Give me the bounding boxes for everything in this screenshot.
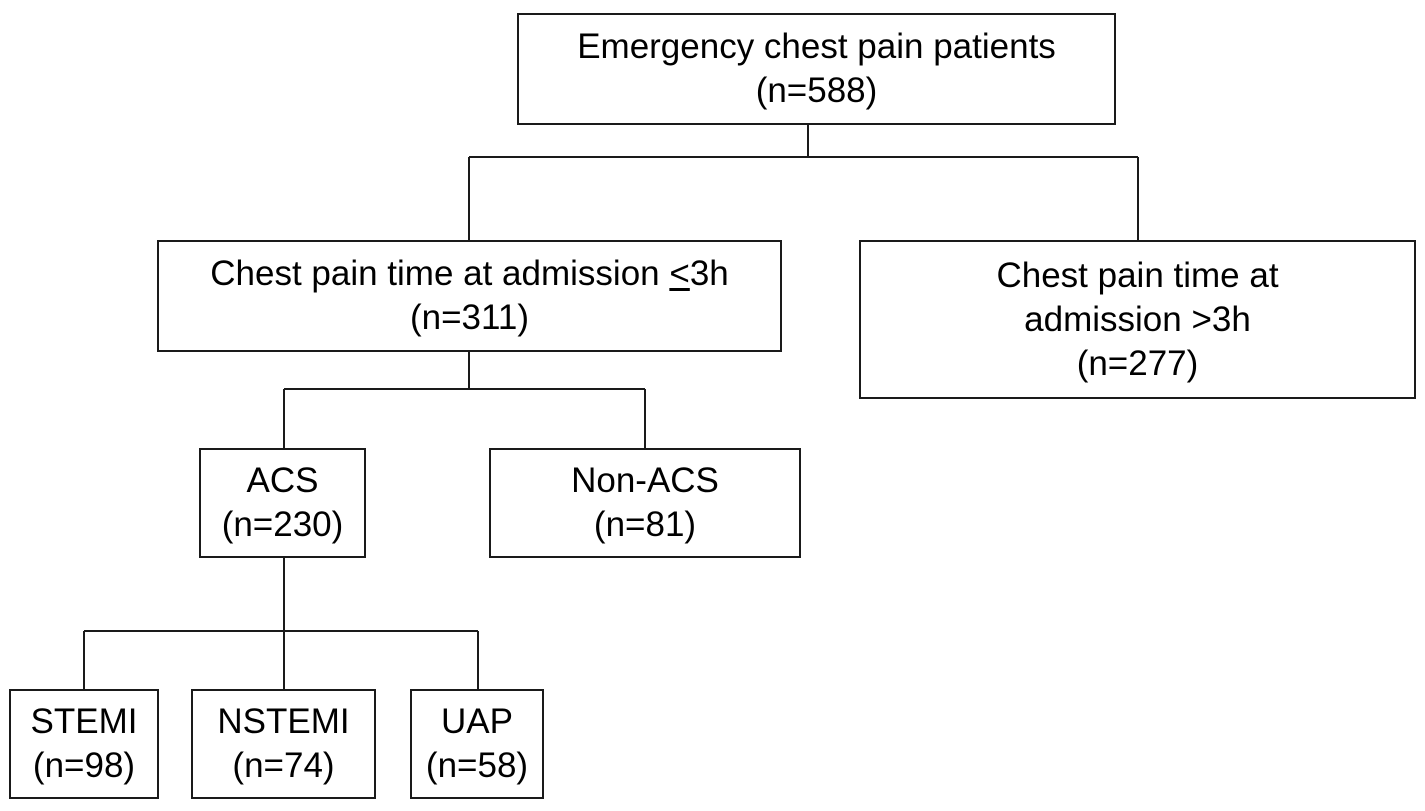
node-non-acs: Non-ACS (n=81) bbox=[489, 448, 801, 558]
node-acs: ACS (n=230) bbox=[199, 448, 366, 558]
node-le3h-title-suffix: 3h bbox=[689, 254, 729, 293]
node-stemi-count: (n=98) bbox=[32, 746, 136, 785]
root-node-count: (n=588) bbox=[755, 71, 878, 110]
node-acs-title: ACS bbox=[246, 461, 319, 500]
node-le3h-title-symbol: < bbox=[669, 254, 690, 293]
node-uap-count: (n=58) bbox=[425, 746, 529, 785]
node-non-acs-title: Non-ACS bbox=[571, 461, 719, 500]
node-le3h-count: (n=311) bbox=[409, 298, 529, 337]
root-node-emergency-chest-pain: Emergency chest pain patients (n=588) bbox=[517, 13, 1116, 125]
node-le3h-title: Chest pain time at admission <3h bbox=[210, 252, 729, 296]
node-uap: UAP (n=58) bbox=[410, 689, 544, 799]
node-nstemi: NSTEMI (n=74) bbox=[191, 689, 376, 799]
node-le3h-title-prefix: Chest pain time at admission bbox=[210, 254, 670, 293]
node-nstemi-count: (n=74) bbox=[232, 746, 335, 785]
node-gt3h-count: (n=277) bbox=[1076, 343, 1199, 383]
node-gt3h-title-line2: admission >3h bbox=[1024, 299, 1251, 339]
node-chest-pain-le3h: Chest pain time at admission <3h (n=311) bbox=[157, 240, 782, 352]
node-stemi: STEMI (n=98) bbox=[9, 689, 159, 799]
node-gt3h-title-line1: Chest pain time at bbox=[996, 255, 1279, 295]
root-node-title: Emergency chest pain patients bbox=[577, 27, 1056, 66]
node-acs-count: (n=230) bbox=[221, 505, 344, 544]
node-nstemi-title: NSTEMI bbox=[217, 702, 350, 741]
node-uap-title: UAP bbox=[441, 702, 513, 741]
node-chest-pain-gt3h: Chest pain time at admission >3h (n=277) bbox=[859, 240, 1416, 399]
node-non-acs-count: (n=81) bbox=[593, 505, 697, 544]
node-stemi-title: STEMI bbox=[30, 702, 138, 741]
